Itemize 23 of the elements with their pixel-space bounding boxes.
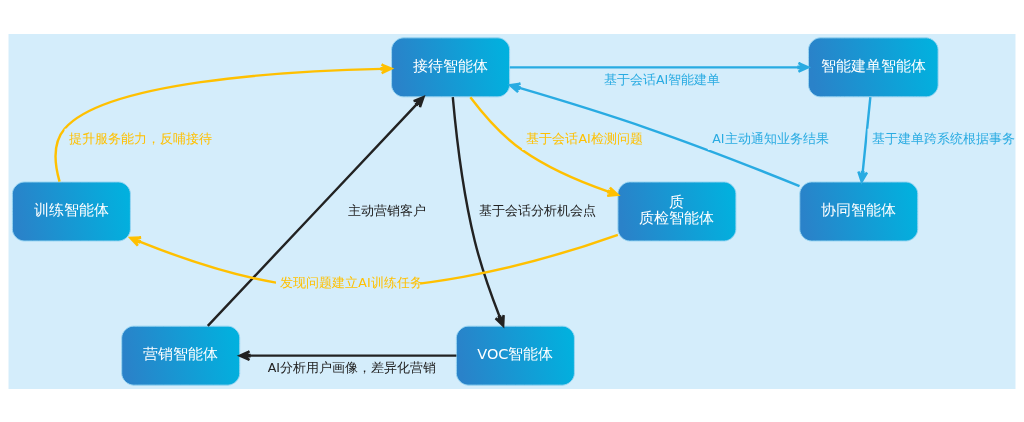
node-box: 协同智能体 [799,181,919,241]
edge-label: 主动营销客户 [347,202,426,218]
arrow [509,61,810,73]
node-box: 接待智能体 [391,36,511,97]
node-box: VOC智能体 [455,325,575,386]
arrow [508,82,800,187]
arrow [238,349,457,361]
edge-label: 基于建单跨系统根据事务 [871,130,1015,146]
arrow [857,96,872,183]
edge-label: AI分析用户画像，差异化营销 [267,359,437,375]
edge-label: AI主动通知业务结果 [712,130,829,146]
edge-label: 基于会话AI智能建单 [603,71,721,87]
node-box: 训练智能体 [11,181,131,241]
edge-label: 基于会话分析机会点 [479,202,597,218]
edge-label: 发现问题建立AI训练任务 [280,274,423,290]
arrow [54,62,393,182]
edge-label: 基于会话AI检测问题 [526,130,643,146]
node-box: 智能建单智能体 [808,36,939,97]
arrow [451,96,505,327]
arrow [469,96,619,197]
edge-label: 提升服务能力，反哺接待 [68,130,212,146]
node-box: 质 质检智能体 [617,181,737,241]
node-box: 营销智能体 [121,325,241,386]
